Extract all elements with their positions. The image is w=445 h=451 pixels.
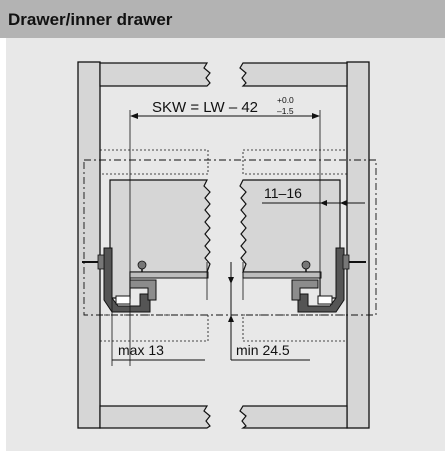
drawer-outline-dashed: [83, 159, 377, 316]
dotted-panel-top-left: [99, 149, 209, 175]
cabinet-right-wall: [346, 61, 370, 429]
runner-right: [297, 247, 345, 313]
cabinet-left-wall: [77, 61, 101, 429]
bottom-panel-left: [99, 405, 211, 429]
min-dim-arrow: [228, 315, 234, 322]
dotted-panel-bottom-left: [99, 314, 209, 342]
top-panel-left: [99, 62, 211, 87]
min-dim-label: min 24.5: [236, 342, 290, 358]
runner-right-clip: [317, 295, 333, 305]
header-title: Drawer/inner drawer: [8, 10, 173, 29]
skw-tolerance-upper: +0.0: [277, 95, 294, 105]
dotted-panel-top-right: [242, 149, 348, 175]
drawer-bottom-right: [242, 271, 322, 279]
min-dim-arrow-bottom: [228, 277, 234, 284]
skw-arrow-right: [312, 113, 320, 119]
drawer-bottom-left: [129, 271, 209, 279]
drawer-side-left: [109, 179, 211, 299]
skw-arrow-left: [130, 113, 138, 119]
side-dim-arrow-left: [320, 200, 327, 206]
top-panel-right: [239, 62, 348, 87]
adjuster-screw-icon: [137, 260, 147, 272]
skw-formula-label: SKW = LW – 42: [152, 99, 258, 116]
runner-left-clip: [115, 295, 131, 305]
runner-left-bracket: [129, 279, 157, 301]
adjuster-screw-icon: [301, 260, 311, 272]
side-dim-label: 11–16: [264, 185, 302, 201]
runner-right-bracket: [291, 279, 319, 301]
max-dim-label: max 13: [118, 342, 164, 358]
screw-icon: [342, 254, 366, 270]
side-dim-arrow-right: [340, 200, 347, 206]
bottom-panel-right: [239, 405, 348, 429]
skw-tolerance-lower: –1.5: [277, 106, 294, 116]
dotted-panel-bottom-right: [242, 314, 348, 342]
header-bar: Drawer/inner drawer: [0, 0, 445, 38]
runner-left: [103, 247, 151, 313]
screw-icon: [82, 254, 105, 270]
